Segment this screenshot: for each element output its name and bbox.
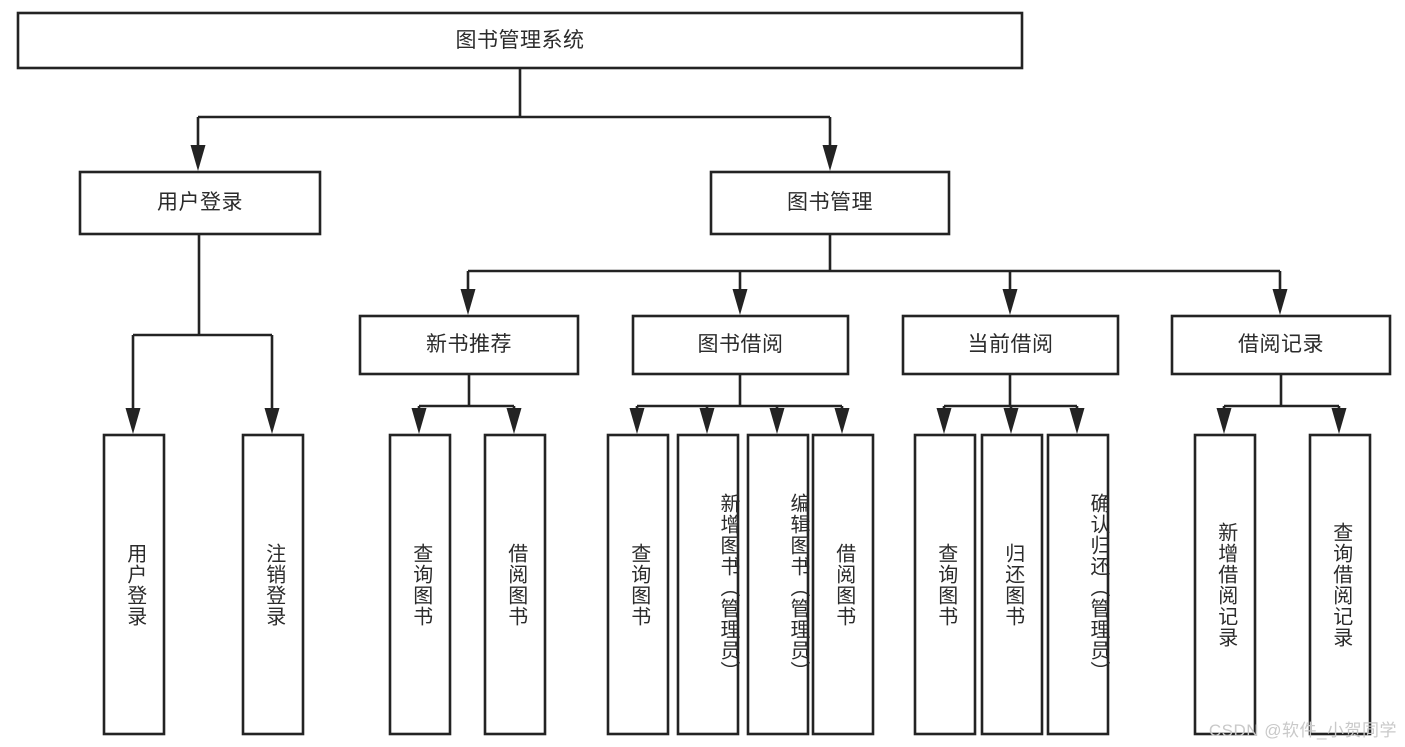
node-box-leaf-return-book[interactable] bbox=[980, 433, 1044, 736]
arrow-head-icon bbox=[936, 408, 952, 434]
arrow-head-icon bbox=[125, 408, 141, 434]
connector-borrow-record-to-leaves bbox=[1216, 374, 1347, 434]
arrow-head-icon bbox=[411, 408, 427, 434]
node-box-leaf-query-book-borrow[interactable] bbox=[606, 433, 670, 736]
arrow-head-icon bbox=[1216, 408, 1232, 434]
arrow-head-icon bbox=[1272, 289, 1288, 315]
node-box-new-book-recommend[interactable] bbox=[358, 314, 580, 376]
node-box-leaf-logout-login[interactable] bbox=[241, 433, 305, 736]
connector-book-management-to-level2 bbox=[460, 234, 1288, 315]
arrow-head-icon bbox=[506, 408, 522, 434]
node-box-leaf-edit-book[interactable] bbox=[746, 433, 810, 736]
connector-root-to-level1 bbox=[190, 68, 838, 171]
node-box-leaf-query-book-recommend[interactable] bbox=[388, 433, 452, 736]
node-box-leaf-confirm-return[interactable] bbox=[1046, 433, 1110, 736]
connector-current-borrow-to-leaves bbox=[936, 374, 1085, 434]
arrow-head-icon bbox=[699, 408, 715, 434]
node-box-leaf-user-login[interactable] bbox=[102, 433, 166, 736]
node-box-leaf-add-book[interactable] bbox=[676, 433, 740, 736]
arrow-head-icon bbox=[822, 145, 838, 171]
node-box-user-login[interactable] bbox=[78, 170, 322, 236]
arrow-head-icon bbox=[769, 408, 785, 434]
arrow-head-icon bbox=[1331, 408, 1347, 434]
connector-book-borrow-to-leaves bbox=[629, 374, 850, 434]
node-box-leaf-borrow-book-recommend[interactable] bbox=[483, 433, 547, 736]
arrow-head-icon bbox=[264, 408, 280, 434]
arrow-head-icon bbox=[1003, 408, 1019, 434]
node-box-leaf-borrow-book[interactable] bbox=[811, 433, 875, 736]
arrow-head-icon bbox=[1002, 289, 1018, 315]
node-box-book-borrow[interactable] bbox=[631, 314, 850, 376]
node-box-current-borrow[interactable] bbox=[901, 314, 1120, 376]
connector-new-book-recommend-to-leaves bbox=[411, 374, 522, 434]
node-box-leaf-add-borrow-record[interactable] bbox=[1193, 433, 1257, 736]
node-box-leaf-query-borrow-record[interactable] bbox=[1308, 433, 1372, 736]
node-box-book-management[interactable] bbox=[709, 170, 951, 236]
arrow-head-icon bbox=[460, 289, 476, 315]
node-box-root[interactable] bbox=[16, 11, 1024, 70]
arrow-head-icon bbox=[190, 145, 206, 171]
node-box-leaf-query-book-current[interactable] bbox=[913, 433, 977, 736]
arrow-head-icon bbox=[1069, 408, 1085, 434]
arrow-head-icon bbox=[732, 289, 748, 315]
arrow-head-icon bbox=[834, 408, 850, 434]
connector-user-login-to-leaves bbox=[125, 234, 280, 434]
arrow-head-icon bbox=[629, 408, 645, 434]
node-box-borrow-record[interactable] bbox=[1170, 314, 1392, 376]
